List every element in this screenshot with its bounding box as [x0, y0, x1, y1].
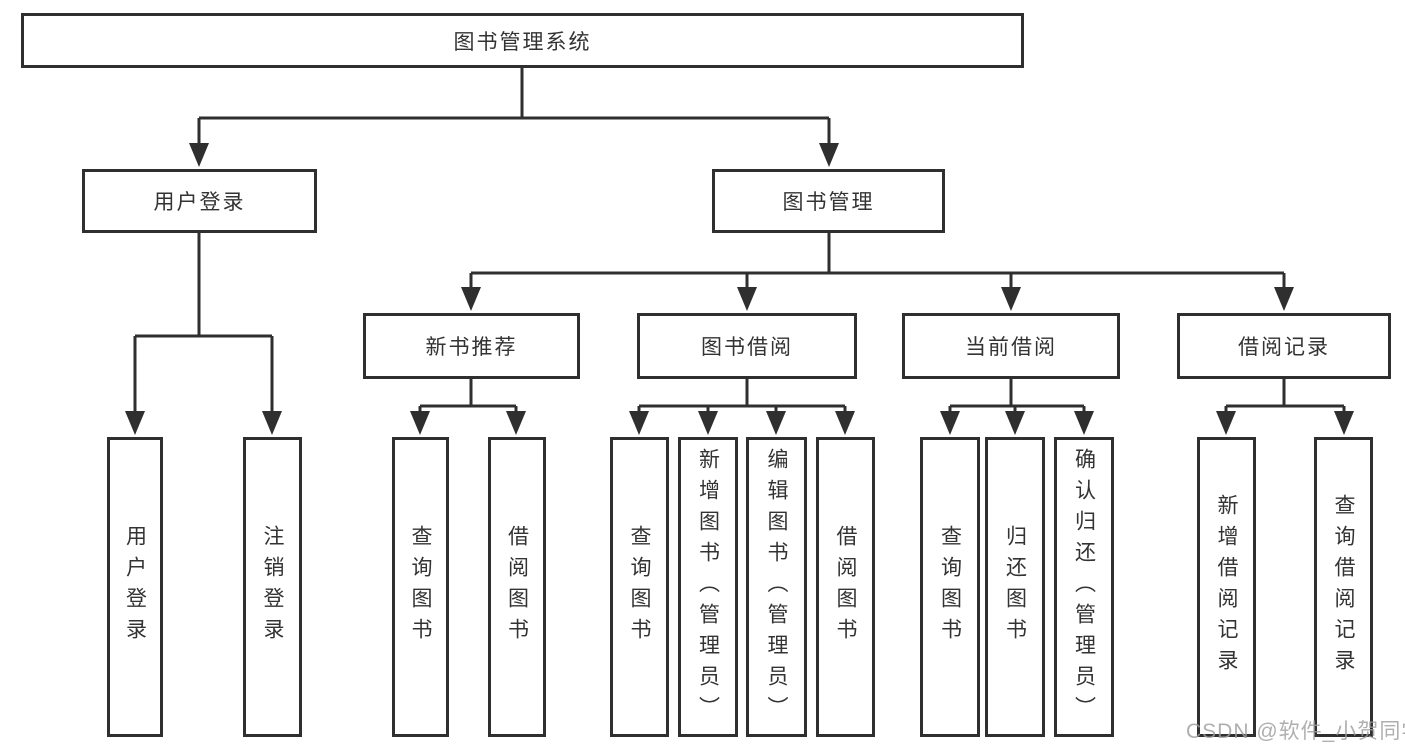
- leaf-borrow-add-books-admin: 新增图书（管理员）: [678, 437, 738, 737]
- node-book-borrow-label: 图书借阅: [701, 336, 793, 359]
- arrowhead: [125, 411, 145, 435]
- leaf-user-login: 用户登录: [107, 437, 163, 737]
- node-book-management-label: 图书管理: [782, 191, 875, 214]
- arrowhead: [506, 411, 526, 435]
- leaf-borrow-borrow-books: 借阅图书: [816, 437, 875, 737]
- arrowhead: [819, 143, 839, 167]
- leaf-borrow-edit-books-admin-label: 编辑图书（管理员）: [765, 447, 788, 727]
- node-book-management: 图书管理: [712, 169, 945, 233]
- arrowhead: [1334, 411, 1354, 435]
- arrowhead: [1001, 287, 1021, 311]
- connector-user-login-children: [133, 233, 274, 415]
- node-root-label: 图书管理系统: [453, 30, 592, 54]
- leaf-borrow-query-books-label: 查询图书: [628, 525, 651, 649]
- leaf-record-add-borrow-record: 新增借阅记录: [1197, 437, 1256, 737]
- leaf-borrow-query-books: 查询图书: [610, 437, 669, 737]
- arrowhead: [410, 411, 430, 435]
- leaf-user-login-label: 用户登录: [123, 525, 147, 649]
- arrowhead: [698, 411, 718, 435]
- node-book-borrow: 图书借阅: [637, 313, 857, 379]
- leaf-newbook-query-books-label: 查询图书: [409, 525, 432, 649]
- node-user-login: 用户登录: [82, 169, 317, 233]
- leaf-current-confirm-return-admin-label: 确认归还（管理员）: [1072, 447, 1096, 727]
- connector-book-management-children: [469, 233, 1286, 291]
- connector-current-borrow-children: [948, 379, 1086, 415]
- node-current-borrow: 当前借阅: [902, 313, 1120, 379]
- leaf-current-query-books: 查询图书: [920, 437, 980, 737]
- node-root: 图书管理系统: [21, 13, 1024, 68]
- leaf-record-add-borrow-record-label: 新增借阅记录: [1215, 494, 1238, 680]
- arrowhead: [835, 411, 855, 435]
- arrowhead: [940, 411, 960, 435]
- connector-borrow-record-children: [1224, 379, 1346, 415]
- leaf-current-confirm-return-admin: 确认归还（管理员）: [1054, 437, 1114, 737]
- node-new-book-recommend: 新书推荐: [363, 313, 580, 379]
- node-borrow-record: 借阅记录: [1177, 313, 1391, 379]
- connector-root-to-level2: [197, 68, 831, 147]
- arrowhead: [1274, 287, 1294, 311]
- arrowhead: [737, 287, 757, 311]
- arrowhead: [189, 143, 209, 167]
- connector-book-borrow-children: [637, 379, 847, 415]
- leaf-current-return-books-label: 归还图书: [1003, 525, 1027, 649]
- leaf-borrow-borrow-books-label: 借阅图书: [834, 525, 857, 649]
- leaf-newbook-query-books: 查询图书: [392, 437, 449, 737]
- leaf-record-query-borrow-record-label: 查询借阅记录: [1332, 494, 1355, 680]
- arrowhead: [461, 287, 481, 311]
- arrowhead: [1005, 411, 1025, 435]
- leaf-newbook-borrow-books: 借阅图书: [488, 437, 546, 737]
- leaf-borrow-edit-books-admin: 编辑图书（管理员）: [746, 437, 807, 737]
- leaf-borrow-add-books-admin-label: 新增图书（管理员）: [696, 447, 720, 727]
- arrowhead: [766, 411, 786, 435]
- arrowhead: [1216, 411, 1236, 435]
- leaf-logout: 注销登录: [243, 437, 302, 737]
- leaf-current-return-books: 归还图书: [985, 437, 1045, 737]
- leaf-record-query-borrow-record: 查询借阅记录: [1314, 437, 1373, 737]
- node-borrow-record-label: 借阅记录: [1238, 336, 1330, 359]
- arrowhead: [262, 411, 282, 435]
- csdn-watermark: CSDN @软件_小贺同学: [1186, 720, 1405, 743]
- node-new-book-recommend-label: 新书推荐: [425, 336, 518, 359]
- node-user-login-label: 用户登录: [153, 191, 246, 214]
- connector-new-book-children: [418, 379, 518, 415]
- leaf-newbook-borrow-books-label: 借阅图书: [505, 525, 529, 649]
- leaf-current-query-books-label: 查询图书: [938, 525, 962, 649]
- leaf-logout-label: 注销登录: [261, 525, 284, 649]
- arrowhead: [1074, 411, 1094, 435]
- arrowhead: [629, 411, 649, 435]
- node-current-borrow-label: 当前借阅: [965, 336, 1057, 359]
